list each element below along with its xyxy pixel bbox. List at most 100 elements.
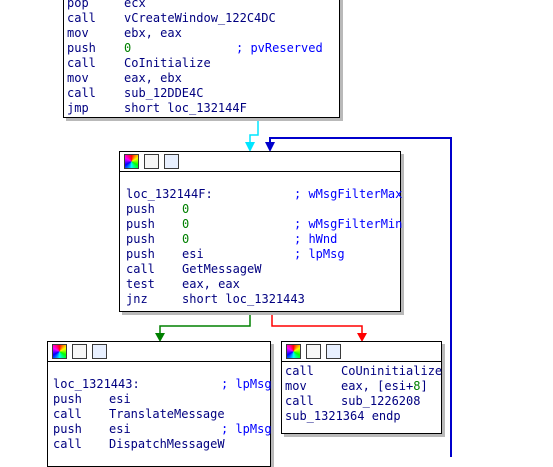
code-mnemonic: call bbox=[285, 394, 314, 408]
palette-icon[interactable] bbox=[52, 344, 67, 359]
operand-number: 0 bbox=[182, 202, 190, 216]
palette-icon[interactable] bbox=[286, 344, 301, 359]
operand-text: DispatchMessageW bbox=[109, 437, 225, 451]
code-mnemonic: mov bbox=[285, 379, 307, 393]
operand-text: sub_12DDE4C bbox=[124, 86, 204, 100]
code-line[interactable]: jmp short loc_132144F bbox=[64, 101, 339, 116]
operand-text: esi bbox=[182, 247, 204, 261]
code-line[interactable]: call sub_1226208 bbox=[282, 394, 441, 409]
code-mnemonic: push bbox=[126, 217, 155, 231]
code-text: sub_1321364 endp bbox=[285, 409, 401, 423]
edit-icon[interactable] bbox=[72, 344, 87, 359]
operand-text: ecx bbox=[124, 0, 146, 10]
code-line[interactable]: push esi ; lpMsg bbox=[120, 247, 400, 262]
code-operand: short loc_132144F bbox=[124, 101, 247, 116]
operand-text: sub_1226208 bbox=[341, 394, 421, 408]
code-operand: TranslateMessage bbox=[109, 407, 225, 422]
code-line[interactable]: push 0 ; pvReserved bbox=[64, 41, 339, 56]
operand-number: 8 bbox=[413, 379, 421, 393]
operand-text: GetMessageW bbox=[182, 262, 262, 276]
edge-top-to-mid bbox=[245, 120, 259, 152]
code-operand: GetMessageW bbox=[182, 262, 261, 277]
graph-icon[interactable] bbox=[326, 344, 341, 359]
block-header bbox=[120, 152, 400, 172]
code-operand: CoInitialize bbox=[124, 56, 211, 71]
code-mnemonic: push bbox=[53, 392, 82, 406]
graph-edges bbox=[155, 120, 452, 457]
operand-text: esi bbox=[109, 422, 131, 436]
operand-number: 0 bbox=[182, 217, 190, 231]
operand-text: CoUninitialize bbox=[341, 364, 443, 378]
operand-text: TranslateMessage bbox=[109, 407, 225, 421]
code-mnemonic: jnz bbox=[126, 292, 148, 306]
code-line[interactable]: loc_132144F:; wMsgFilterMax bbox=[120, 187, 403, 202]
code-mnemonic: call bbox=[67, 56, 96, 70]
operand-number: 0 bbox=[124, 41, 132, 55]
code-operand: ebx, eax bbox=[124, 26, 182, 41]
code-operand: 0 bbox=[182, 232, 189, 247]
code-comment: ; lpMsg bbox=[294, 247, 345, 261]
palette-icon[interactable] bbox=[124, 154, 139, 169]
operand-text: esi bbox=[109, 392, 131, 406]
operand-number: 0 bbox=[182, 232, 190, 246]
code-operand: sub_1226208 bbox=[341, 394, 420, 409]
code-line[interactable]: push esi bbox=[48, 392, 270, 407]
code-line[interactable]: push esi ; lpMsg bbox=[48, 422, 272, 437]
code-operand: 0 bbox=[182, 202, 189, 217]
code-operand: sub_12DDE4C bbox=[124, 86, 203, 101]
code-operand: CoUninitialize bbox=[341, 364, 442, 379]
code-comment: ; wMsgFilterMin bbox=[294, 217, 403, 231]
edge-loop-back bbox=[265, 137, 452, 457]
code-line[interactable]: jnz short loc_1321443 bbox=[120, 292, 400, 307]
code-mnemonic: push bbox=[67, 41, 96, 55]
code-operand: eax, [esi+8] bbox=[341, 379, 428, 394]
code-comment: ; lpMsg bbox=[221, 422, 272, 436]
operand-text: short loc_1321443 bbox=[182, 292, 305, 306]
code-operand: 0 bbox=[182, 217, 189, 232]
code-comment: ; wMsgFilterMax bbox=[294, 187, 403, 201]
code-line[interactable]: loc_1321443: ; lpMsg bbox=[48, 377, 272, 392]
code-line[interactable]: call CoInitialize bbox=[64, 56, 339, 71]
code-line[interactable]: mov eax, [esi+8] bbox=[282, 379, 441, 394]
code-mnemonic: call bbox=[53, 437, 82, 451]
code-operand: ecx bbox=[124, 0, 146, 11]
operand-text: eax, eax bbox=[182, 277, 240, 291]
graph-icon[interactable] bbox=[164, 154, 179, 169]
code-mnemonic: push bbox=[126, 247, 155, 261]
operand-text: ebx, eax bbox=[124, 26, 182, 40]
code-line[interactable]: sub_1321364 endp bbox=[282, 409, 441, 424]
edge-mid-to-right bbox=[271, 311, 367, 342]
code-line[interactable]: call sub_12DDE4C bbox=[64, 86, 339, 101]
edit-icon[interactable] bbox=[306, 344, 321, 359]
code-mnemonic: push bbox=[53, 422, 82, 436]
operand-text: short loc_132144F bbox=[124, 101, 247, 115]
edge-mid-to-left bbox=[155, 311, 251, 342]
code-comment: ; pvReserved bbox=[236, 41, 323, 55]
code-mnemonic: jmp bbox=[67, 101, 89, 115]
code-line[interactable]: call DispatchMessageW bbox=[48, 437, 270, 452]
code-operand: vCreateWindow_122C4DC bbox=[124, 11, 276, 26]
operand-text: vCreateWindow_122C4DC bbox=[124, 11, 276, 25]
graph-icon[interactable] bbox=[92, 344, 107, 359]
code-operand: short loc_1321443 bbox=[182, 292, 305, 307]
code-comment: ; lpMsg bbox=[221, 377, 272, 391]
code-mnemonic: call bbox=[67, 86, 96, 100]
edit-icon[interactable] bbox=[144, 154, 159, 169]
block-header bbox=[48, 342, 270, 362]
code-line[interactable]: push 0 ; wMsgFilterMin bbox=[120, 217, 403, 232]
code-label: loc_1321443: bbox=[53, 377, 140, 391]
